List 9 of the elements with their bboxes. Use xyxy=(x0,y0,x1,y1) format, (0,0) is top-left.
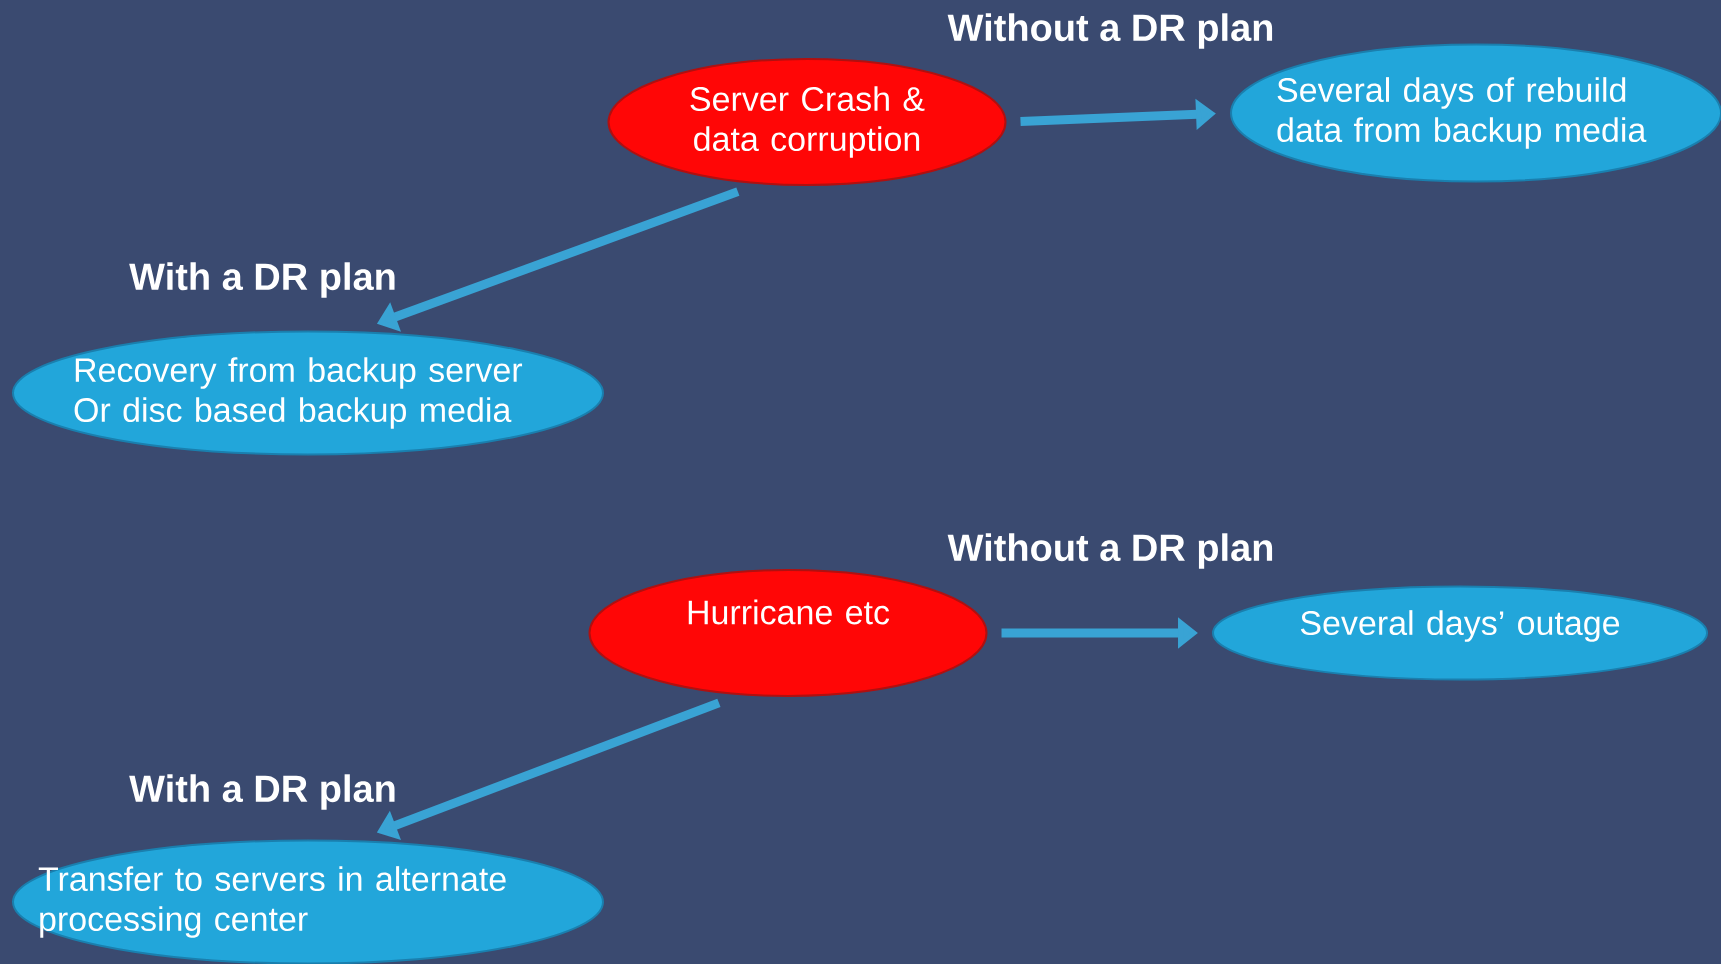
edge-label: With a DR plan xyxy=(129,774,395,810)
edge-label: With a DR plan xyxy=(129,262,395,298)
ellipse-node: Recovery from backup server Or disc based backup media xyxy=(12,330,604,456)
ellipse-node: Transfer to servers in alternate processing center xyxy=(12,839,604,964)
edge-label: Without a DR plan xyxy=(947,533,1273,569)
ellipse-node: Server Crash & data corruption xyxy=(607,58,1007,186)
ellipse-node: Several days’ outage xyxy=(1212,585,1708,681)
ellipse-node: Several days of rebuild data from backup media xyxy=(1230,43,1721,183)
ellipse-node: Hurricane etc xyxy=(588,569,988,697)
